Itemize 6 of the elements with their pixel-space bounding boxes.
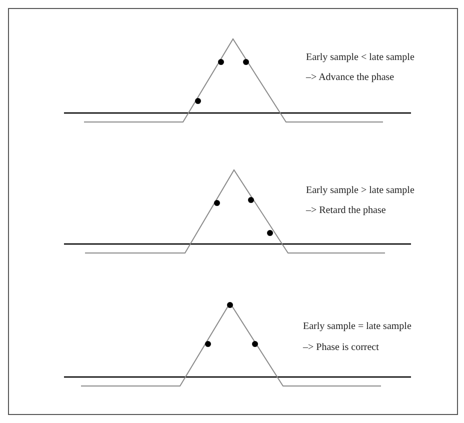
annotation-text: Early sample < late sample [306,52,414,64]
annotation-text: –> Retard the phase [306,205,386,217]
annotation-text: Early sample > late sample [306,185,414,197]
annotation-text: Early sample = late sample [303,321,412,333]
annotation-text: –> Advance the phase [306,72,394,84]
annotation-text: –> Phase is correct [303,342,379,354]
